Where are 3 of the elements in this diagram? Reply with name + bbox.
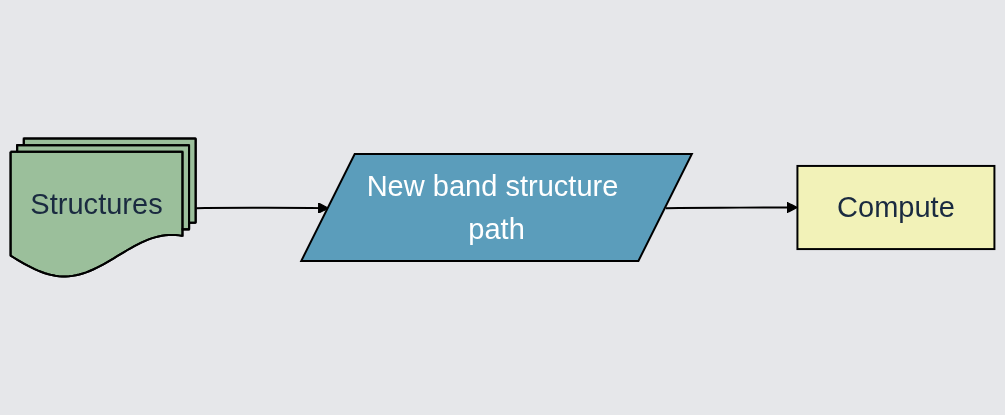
node-box: Compute (796, 164, 996, 251)
arrow (664, 201, 798, 214)
arrow (195, 202, 330, 214)
